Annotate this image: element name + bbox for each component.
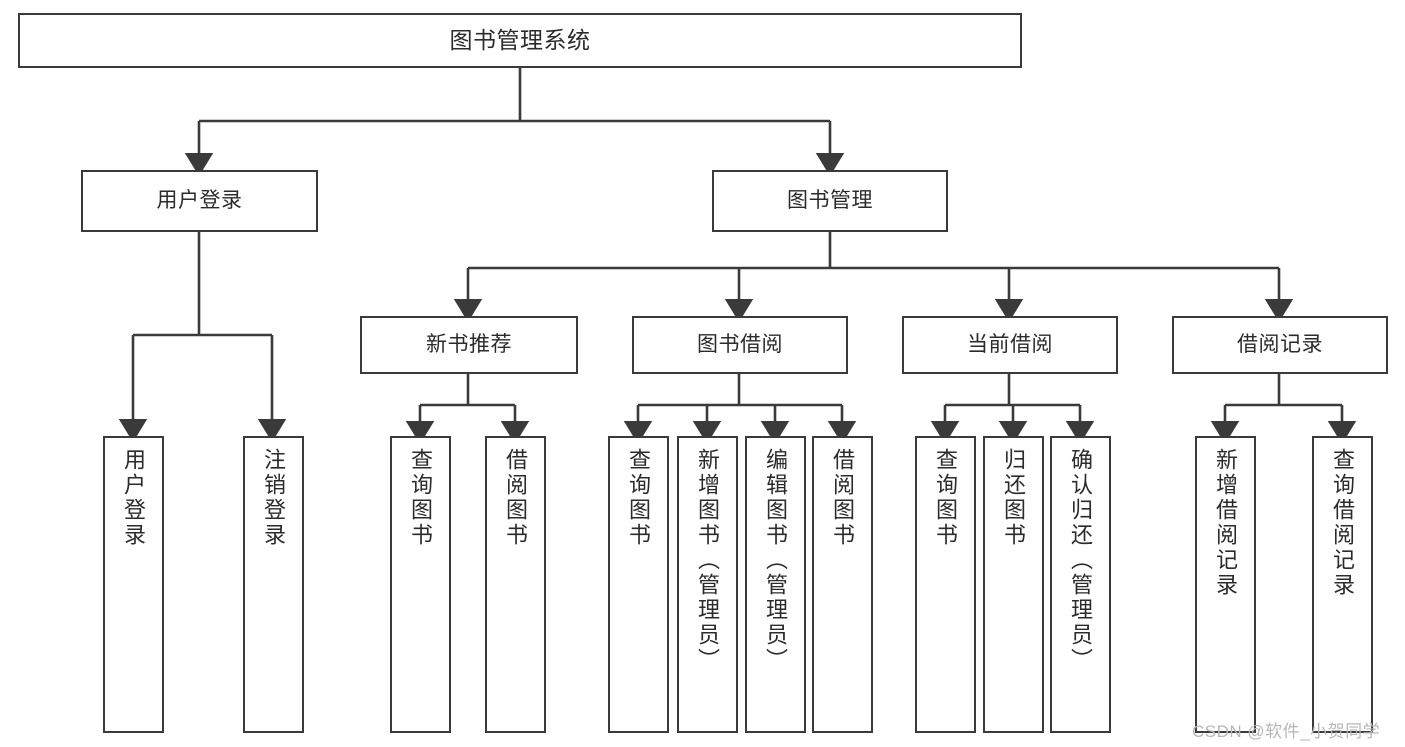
node-leaf-edit-book-label: 编辑图书（管理员） [763, 448, 789, 673]
node-leaf-add-book-label: 新增图书（管理员） [695, 448, 721, 673]
node-leaf-borrow-book-1-label: 借阅图书 [503, 448, 529, 548]
node-current-borrow[interactable]: 当前借阅 [902, 316, 1118, 374]
node-book-borrow-label: 图书借阅 [697, 332, 783, 356]
node-root-label: 图书管理系统 [449, 26, 591, 53]
node-leaf-borrow-book-1[interactable]: 借阅图书 [485, 436, 546, 733]
node-borrow-record-label: 借阅记录 [1237, 332, 1323, 356]
node-leaf-user-login-label: 用户登录 [121, 448, 147, 548]
node-leaf-confirm-return-label: 确认归还（管理员） [1068, 448, 1094, 673]
node-leaf-return-book[interactable]: 归还图书 [983, 436, 1044, 733]
node-leaf-query-book-3-label: 查询图书 [933, 448, 959, 548]
node-leaf-query-book-1-label: 查询图书 [408, 448, 434, 548]
node-leaf-query-book-2[interactable]: 查询图书 [608, 436, 669, 733]
node-book-manage[interactable]: 图书管理 [712, 170, 948, 232]
node-leaf-query-record[interactable]: 查询借阅记录 [1312, 436, 1373, 733]
node-leaf-query-book-2-label: 查询图书 [626, 448, 652, 548]
node-leaf-borrow-book-2[interactable]: 借阅图书 [812, 436, 873, 733]
node-leaf-confirm-return[interactable]: 确认归还（管理员） [1050, 436, 1111, 733]
node-leaf-add-book[interactable]: 新增图书（管理员） [677, 436, 738, 733]
node-current-borrow-label: 当前借阅 [967, 332, 1053, 356]
node-leaf-user-logout[interactable]: 注销登录 [243, 436, 304, 733]
node-leaf-edit-book[interactable]: 编辑图书（管理员） [745, 436, 806, 733]
node-user-login-label: 用户登录 [156, 188, 243, 212]
node-leaf-query-record-label: 查询借阅记录 [1330, 448, 1356, 598]
node-user-login[interactable]: 用户登录 [81, 170, 318, 232]
node-leaf-borrow-book-2-label: 借阅图书 [830, 448, 856, 548]
node-leaf-add-record-label: 新增借阅记录 [1213, 448, 1239, 598]
node-leaf-user-login[interactable]: 用户登录 [103, 436, 164, 733]
csdn-watermark: CSDN @软件_小贺同学 [1192, 722, 1381, 741]
node-book-manage-label: 图书管理 [787, 188, 873, 212]
node-leaf-user-logout-label: 注销登录 [261, 448, 287, 548]
node-new-book-recommend[interactable]: 新书推荐 [360, 316, 578, 374]
node-borrow-record[interactable]: 借阅记录 [1172, 316, 1388, 374]
node-book-borrow[interactable]: 图书借阅 [632, 316, 848, 374]
node-leaf-add-record[interactable]: 新增借阅记录 [1195, 436, 1256, 733]
node-leaf-query-book-3[interactable]: 查询图书 [915, 436, 976, 733]
node-leaf-return-book-label: 归还图书 [1001, 448, 1027, 548]
node-leaf-query-book-1[interactable]: 查询图书 [390, 436, 451, 733]
node-new-book-recommend-label: 新书推荐 [426, 332, 512, 356]
node-root[interactable]: 图书管理系统 [18, 13, 1022, 68]
